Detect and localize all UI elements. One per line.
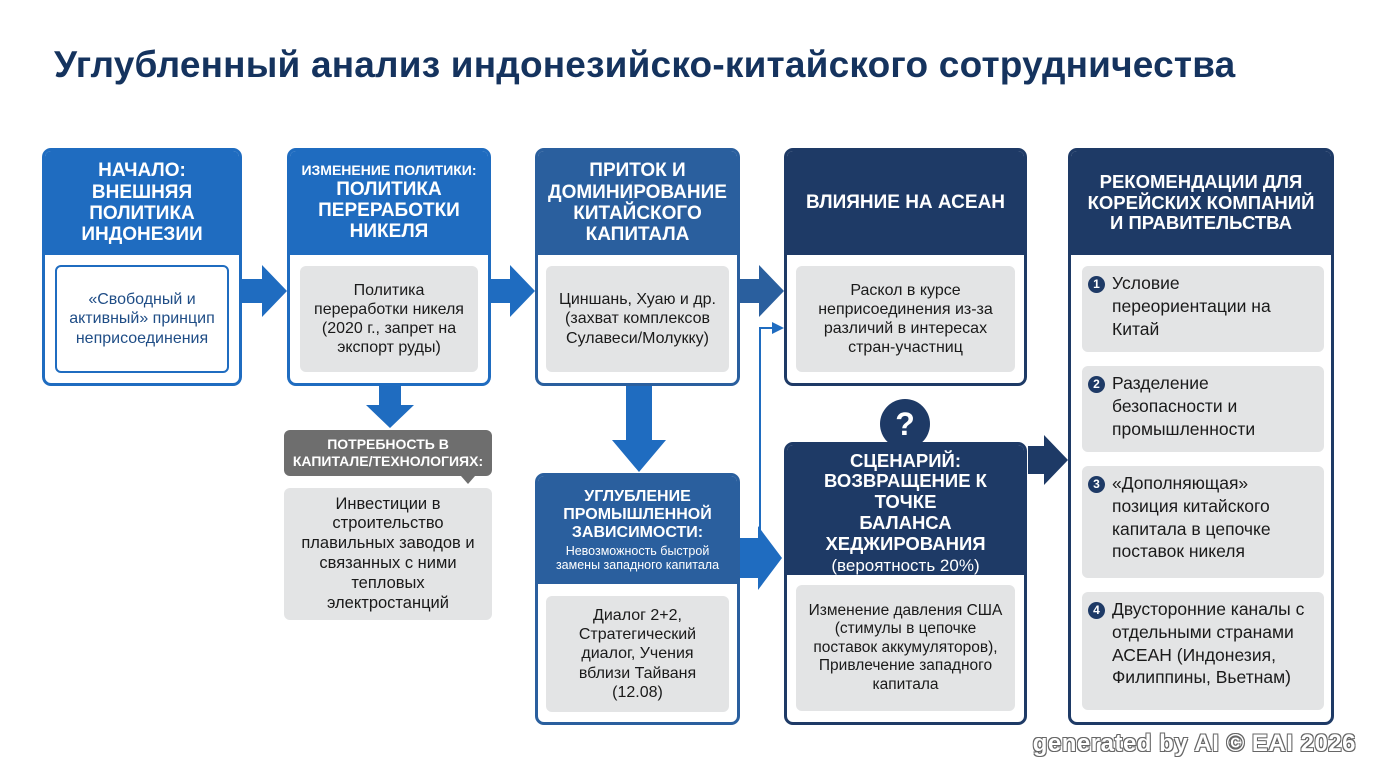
item-number-icon: 2 [1088,376,1105,393]
inflow-card: ПРИТОК И ДОМИНИРОВАНИЕ КИТАЙСКОГО КАПИТА… [535,148,740,386]
arrow-scenario-to-recs [1028,435,1068,485]
policy-card: ИЗМЕНЕНИЕ ПОЛИТИКИ: ПОЛИТИКА ПЕРЕРАБОТКИ… [287,148,491,386]
watermark: generated by AI © EAI 2026 [1032,730,1356,757]
dependence-header-text: УГЛУБЛЕНИЕ ПРОМЫШЛЕННОЙ ЗАВИСИМОСТИ: [563,488,712,541]
start-header: НАЧАЛО: ВНЕШНЯЯ ПОЛИТИКА ИНДОНЕЗИИ [45,151,239,255]
arrow-start-to-policy [242,265,287,317]
inflow-header: ПРИТОК И ДОМИНИРОВАНИЕ КИТАЙСКОГО КАПИТА… [538,151,737,255]
need-label-text: ПОТРЕБНОСТЬ В КАПИТАЛЕ/ТЕХНОЛОГИЯХ: [292,436,484,469]
dependence-header-sub: Невозможность быстрой замены западного к… [555,543,720,572]
recommendation-text: Условие переориентации на Китай [1112,273,1271,339]
recommendation-item: 1 Условие переориентации на Китай [1082,266,1324,352]
recommendations-header: РЕКОМЕНДАЦИИ ДЛЯ КОРЕЙСКИХ КОМПАНИЙ И ПР… [1071,151,1331,255]
recommendation-text: Разделение безопасности и промышленности [1112,373,1256,439]
policy-header-small: ИЗМЕНЕНИЕ ПОЛИТИКИ: [301,162,477,179]
asean-body: Раскол в курсе неприсоединения из-за раз… [796,266,1015,372]
arrow-inflow-to-asean [740,265,784,317]
question-mark-icon: ? [880,399,930,449]
need-body: Инвестиции в строительство плавильных за… [284,488,492,620]
item-number-icon: 3 [1088,476,1105,493]
scenario-header-text: СЦЕНАРИЙ: ВОЗВРАЩЕНИЕ К ТОЧКЕ БАЛАНСА ХЕ… [824,449,987,554]
recommendations-card: РЕКОМЕНДАЦИИ ДЛЯ КОРЕЙСКИХ КОМПАНИЙ И ПР… [1068,148,1334,725]
asean-card: ВЛИЯНИЕ НА АСЕАН Раскол в курсе неприсое… [784,148,1027,386]
asean-header: ВЛИЯНИЕ НА АСЕАН [787,151,1024,255]
item-number-icon: 4 [1088,602,1105,619]
dependence-body: Диалог 2+2, Стратегический диалог, Учени… [546,596,729,712]
policy-body: Политика переработки никеля (2020 г., за… [300,266,478,372]
start-body: «Свободный и активный» принцип неприсоед… [55,265,229,373]
recommendation-text: Двусторонние каналы с отдельными странам… [1112,599,1305,688]
arrow-policy-to-need [366,386,414,428]
question-mark-text: ? [895,405,915,442]
asean-header-text: ВЛИЯНИЕ НА АСЕАН [805,192,1006,214]
page-title: Углубленный анализ индонезийско-китайско… [54,44,1236,85]
recommendation-text: «Дополняющая» позиция китайского капитал… [1112,473,1271,562]
policy-header-text: ПОЛИТИКА ПЕРЕРАБОТКИ НИКЕЛЯ [318,178,460,243]
dependence-card: УГЛУБЛЕНИЕ ПРОМЫШЛЕННОЙ ЗАВИСИМОСТИ: Нев… [535,473,740,725]
recommendation-item: 3 «Дополняющая» позиция китайского капит… [1082,466,1324,578]
start-header-text: НАЧАЛО: ВНЕШНЯЯ ПОЛИТИКА ИНДОНЕЗИИ [81,160,203,246]
arrow-policy-to-inflow [491,265,535,317]
policy-header: ИЗМЕНЕНИЕ ПОЛИТИКИ: ПОЛИТИКА ПЕРЕРАБОТКИ… [290,151,488,255]
inflow-header-text: ПРИТОК И ДОМИНИРОВАНИЕ КИТАЙСКОГО КАПИТА… [548,160,727,246]
inflow-body: Циншань, Хуаю и др. (захват комплексов С… [546,266,729,372]
arrow-inflow-to-dependence [612,386,666,472]
scenario-header-sub: (вероятность 20%) [831,556,980,576]
scenario-card: СЦЕНАРИЙ: ВОЗВРАЩЕНИЕ К ТОЧКЕ БАЛАНСА ХЕ… [784,442,1027,725]
dependence-header: УГЛУБЛЕНИЕ ПРОМЫШЛЕННОЙ ЗАВИСИМОСТИ: Нев… [538,476,737,584]
recommendations-header-text: РЕКОМЕНДАЦИИ ДЛЯ КОРЕЙСКИХ КОМПАНИЙ И ПР… [1087,170,1315,234]
arrow-dependence-to-scenario [740,526,782,590]
scenario-header: СЦЕНАРИЙ: ВОЗВРАЩЕНИЕ К ТОЧКЕ БАЛАНСА ХЕ… [787,445,1024,575]
need-label: ПОТРЕБНОСТЬ В КАПИТАЛЕ/ТЕХНОЛОГИЯХ: [284,430,492,476]
need-label-pointer [461,476,475,484]
item-number-icon: 1 [1088,276,1105,293]
start-card: НАЧАЛО: ВНЕШНЯЯ ПОЛИТИКА ИНДОНЕЗИИ «Своб… [42,148,242,386]
scenario-body: Изменение давления США (стимулы в цепочк… [796,585,1015,711]
recommendation-item: 2 Разделение безопасности и промышленнос… [1082,366,1324,452]
recommendation-item: 4 Двусторонние каналы с отдельными стран… [1082,592,1324,710]
connector-to-asean [759,327,776,556]
